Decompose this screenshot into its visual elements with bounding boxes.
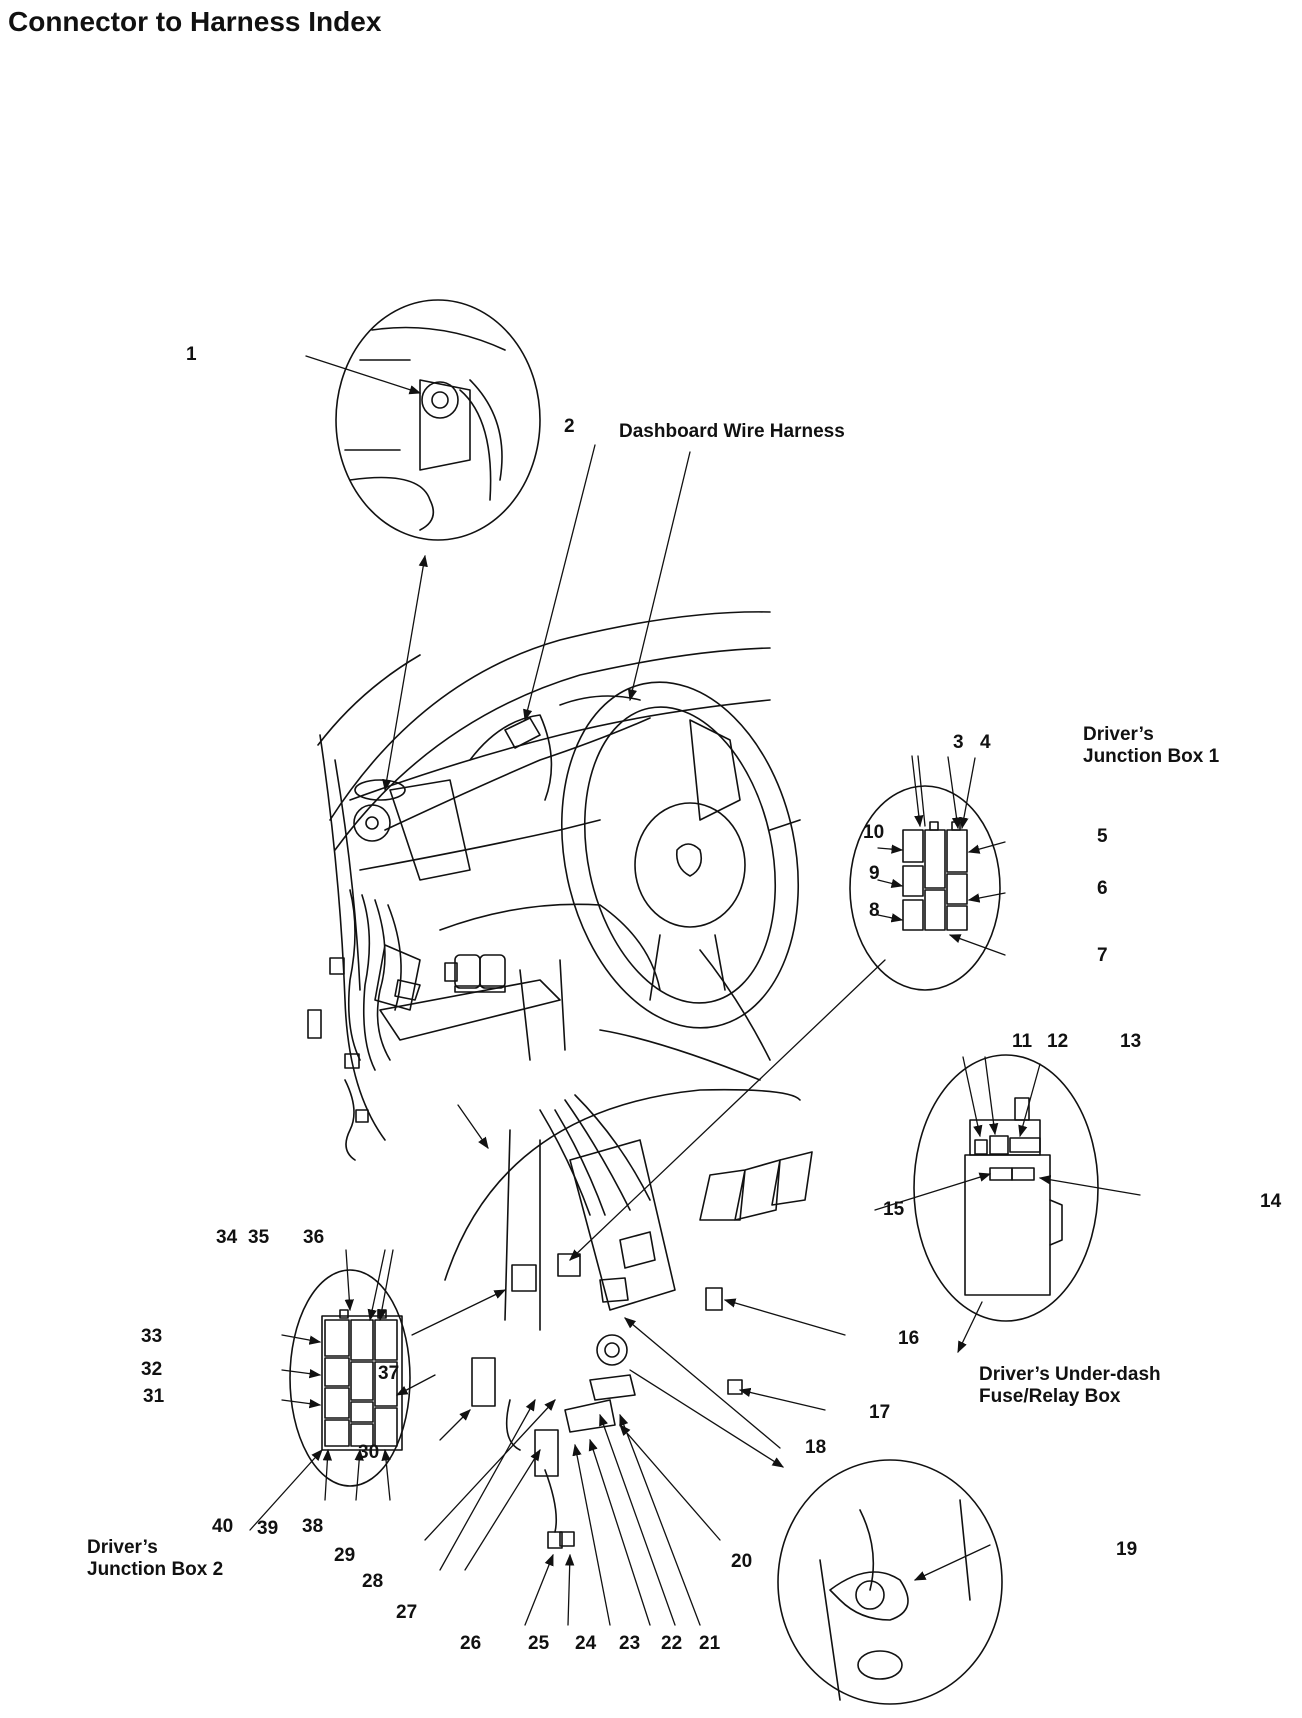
callout-33: 33: [141, 1326, 163, 1347]
inset-connector-19: [777, 1459, 1003, 1705]
callout-6: 6: [1097, 878, 1108, 899]
callout-12: 12: [1047, 1031, 1069, 1052]
callout-38: 38: [302, 1516, 324, 1537]
fuse-relay-box: [913, 1054, 1099, 1322]
callout-14: 14: [1260, 1191, 1282, 1212]
callout-29: 29: [334, 1545, 356, 1566]
callout-30: 30: [358, 1442, 380, 1463]
car-outline: [317, 611, 771, 1141]
callout-27: 27: [396, 1602, 418, 1623]
callout-37: 37: [378, 1363, 400, 1384]
callout-17: 17: [869, 1402, 891, 1423]
callout-10: 10: [863, 822, 885, 843]
callout-25: 25: [528, 1633, 550, 1654]
junction-box-1: [849, 785, 1001, 991]
inset-lower-magnified: [444, 1088, 813, 1549]
callout-23: 23: [619, 1633, 641, 1654]
fuse-relay-box-label-line1: Driver’s Under-dash: [979, 1364, 1161, 1385]
callout-3: 3: [953, 732, 964, 753]
callout-13: 13: [1120, 1031, 1142, 1052]
junction-box-1-label-line1: Driver’s: [1083, 724, 1154, 745]
callout-4: 4: [980, 732, 991, 753]
junction-box-2-label-line1: Driver’s: [87, 1537, 158, 1558]
callout-20: 20: [731, 1551, 753, 1572]
callout-5: 5: [1097, 826, 1108, 847]
callout-32: 32: [141, 1359, 163, 1380]
callout-8: 8: [869, 900, 880, 921]
callout-36: 36: [303, 1227, 325, 1248]
connector-1-marker: [353, 804, 391, 842]
callout-15: 15: [883, 1199, 905, 1220]
callout-18: 18: [805, 1437, 827, 1458]
left-harness: [307, 889, 458, 1161]
callout-21: 21: [699, 1633, 721, 1654]
dashboard-harness-line: [384, 717, 651, 831]
leader-lines: [249, 355, 1141, 1626]
callout-26: 26: [460, 1633, 482, 1654]
junction-box-2-label-line2: Junction Box 2: [87, 1559, 224, 1580]
dash-connector-2: [504, 717, 541, 749]
callout-1: 1: [186, 344, 197, 365]
dashboard-wire-harness-label: Dashboard Wire Harness: [619, 421, 845, 442]
steering-wheel: [559, 681, 801, 1029]
inset-connector-1: [335, 299, 541, 541]
callout-11: 11: [1012, 1031, 1033, 1052]
callout-24: 24: [575, 1633, 597, 1654]
callout-2: 2: [564, 416, 575, 437]
callout-7: 7: [1097, 945, 1108, 966]
callout-34: 34: [216, 1227, 238, 1248]
fuse-relay-box-label-line2: Fuse/Relay Box: [979, 1386, 1121, 1407]
callout-16: 16: [898, 1328, 920, 1349]
junction-box-1-label-line2: Junction Box 1: [1083, 746, 1220, 767]
page-title: Connector to Harness Index: [8, 6, 382, 37]
callout-19: 19: [1116, 1539, 1138, 1560]
callout-28: 28: [362, 1571, 384, 1592]
callout-22: 22: [661, 1633, 683, 1654]
callout-39: 39: [257, 1518, 279, 1539]
callout-9: 9: [869, 863, 880, 884]
callout-31: 31: [143, 1386, 165, 1407]
callout-35: 35: [248, 1227, 270, 1248]
callout-40: 40: [212, 1516, 234, 1537]
dash-switch-panel: [354, 779, 506, 993]
